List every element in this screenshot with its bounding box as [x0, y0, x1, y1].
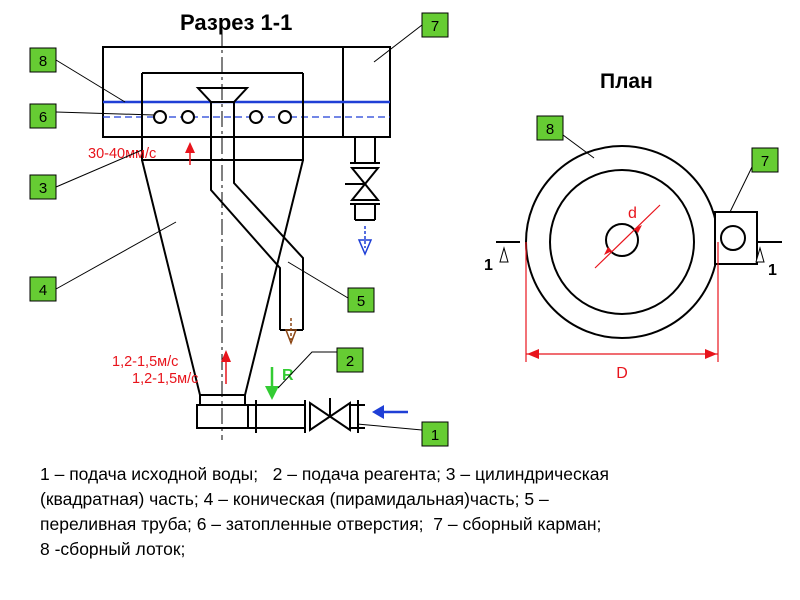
- dim-d-arrow-1: [604, 247, 612, 255]
- legend-line-1: 1 – подача исходной воды; 2 – подача реа…: [40, 464, 610, 484]
- section-mark-right-label: 1: [768, 262, 777, 279]
- dim-D-arrow-right: [705, 349, 717, 359]
- plan-callout-7: 7: [729, 147, 779, 213]
- legend-line-3: переливная труба; 6 – затопленные отверс…: [40, 514, 602, 534]
- callout-7: 7: [373, 12, 449, 63]
- collecting-tray: [102, 46, 391, 138]
- legend-line-4: 8 -сборный лоток;: [40, 539, 186, 559]
- section-title: Разрез 1-1: [180, 10, 292, 35]
- callout-8: 8: [29, 47, 126, 103]
- inlet-valve-icon: [309, 401, 332, 432]
- callout-3: 3: [29, 149, 143, 200]
- legend: 1 – подача исходной воды; 2 – подача реа…: [40, 462, 780, 562]
- plan-overflow-circle: [605, 223, 639, 257]
- svg-text:4: 4: [39, 282, 47, 299]
- velocity-bottom-label-2: 1,2-1,5м/с: [132, 371, 198, 387]
- svg-text:6: 6: [39, 109, 47, 126]
- legend-line-2: (квадратная) часть; 4 – коническая (пира…: [40, 489, 549, 509]
- svg-text:5: 5: [357, 293, 365, 310]
- orifice-1: [153, 110, 167, 124]
- pocket-valve-icon: [349, 167, 381, 186]
- overflow-pipe-left-wall: [210, 102, 281, 330]
- velocity-top-label: 30-40мм/с: [88, 146, 156, 162]
- plan-pocket-outlet: [720, 225, 746, 251]
- callout-6: 6: [29, 103, 155, 129]
- inlet-valve-icon-b: [328, 401, 351, 432]
- callout-2: 2: [277, 347, 364, 389]
- overflow-arrow-head: [284, 329, 298, 346]
- svg-text:3: 3: [39, 180, 47, 197]
- dim-d-line: [594, 204, 661, 269]
- reagent-arrow-head: [265, 386, 279, 400]
- orifice-4: [278, 110, 292, 124]
- svg-text:2: 2: [346, 353, 354, 370]
- orifice-2: [181, 110, 195, 124]
- dim-d-label: d: [628, 205, 637, 222]
- velocity-top-arrow-head: [185, 142, 195, 153]
- svg-text:7: 7: [431, 18, 439, 35]
- dim-d-arrow-2: [634, 225, 642, 233]
- pocket-valve-icon-b: [349, 182, 381, 201]
- pocket-arrow-head: [357, 239, 373, 256]
- dim-D-arrow-left: [527, 349, 539, 359]
- callout-1: 1: [356, 421, 449, 447]
- dim-D-label: D: [616, 365, 628, 382]
- section-mark-left-arrow: [499, 246, 509, 263]
- orifice-3: [249, 110, 263, 124]
- svg-text:8: 8: [39, 53, 47, 70]
- water-inlet-arrow-head: [372, 405, 384, 419]
- plan-title: План: [600, 70, 653, 93]
- plan-callout-8: 8: [536, 115, 595, 159]
- callout-5: 5: [287, 261, 375, 313]
- reagent-label: R: [282, 367, 294, 384]
- collecting-pocket: [342, 46, 391, 138]
- velocity-bottom-label-1: 1,2-1,5м/с: [112, 354, 178, 370]
- section-mark-right-arrow: [755, 246, 765, 263]
- svg-text:7: 7: [761, 153, 769, 170]
- callout-4: 4: [29, 221, 177, 302]
- overflow-pipe-right-wall: [233, 102, 304, 330]
- svg-text:8: 8: [546, 121, 554, 138]
- velocity-bottom-arrow-head: [221, 350, 231, 362]
- svg-text:1: 1: [431, 427, 439, 444]
- section-mark-left-label: 1: [484, 257, 493, 274]
